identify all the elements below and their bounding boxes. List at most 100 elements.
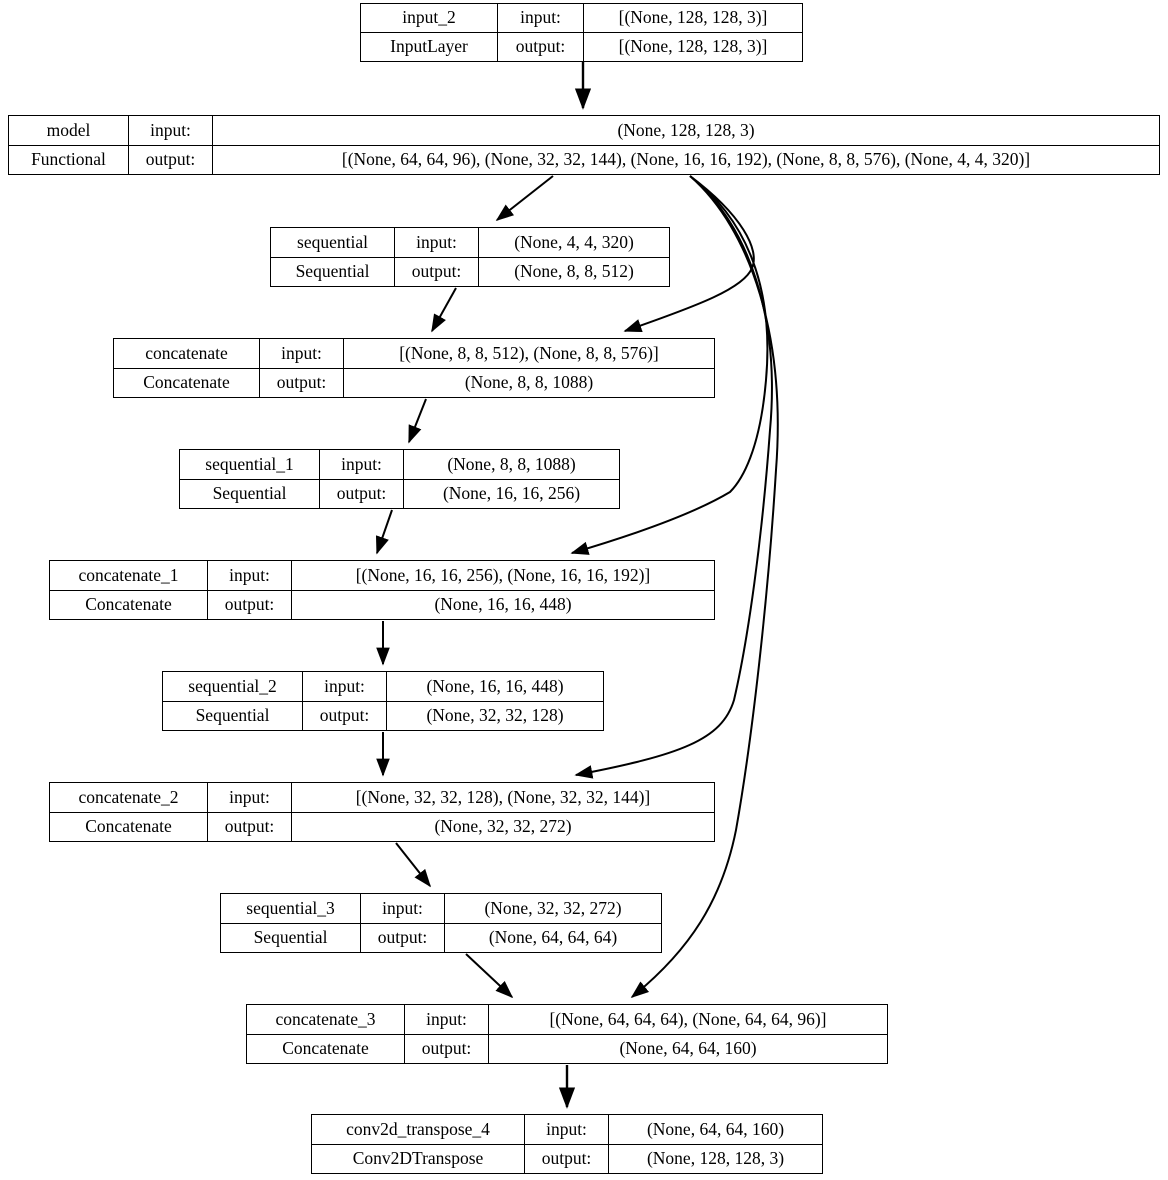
node-model-input-shape: (None, 128, 128, 3)	[617, 119, 755, 140]
node-sequential_2-output-label: output:	[303, 701, 387, 730]
node-sequential-output-label: output:	[395, 257, 479, 286]
node-sequential_2-class-name: Sequential	[163, 701, 303, 730]
node-model-output-label: output:	[129, 145, 213, 174]
node-sequential_2-input-label: input:	[303, 672, 387, 701]
node-concatenate_2-output-shape: (None, 32, 32, 272)	[434, 816, 572, 836]
node-conv2d_transpose_4-output-shape: (None, 128, 128, 3)	[646, 1148, 785, 1168]
node-input_2-output-label: output:	[498, 33, 584, 61]
node-concatenate_2-output-label: output:	[208, 812, 292, 841]
node-concatenate_1-class-name: Concatenate	[50, 590, 208, 619]
node-sequential_3-output-shape: (None, 64, 64, 64)	[488, 927, 618, 947]
node-concatenate_2-input-shape: [(None, 32, 32, 128), (None, 32, 32, 144…	[355, 786, 651, 807]
node-concatenate_1-output-label: output:	[208, 590, 292, 619]
edge-sequential_1-to-concatenate_1	[375, 509, 393, 555]
edge-concatenate-to-sequential_1	[408, 398, 427, 444]
node-concatenate-output-label: output:	[260, 368, 344, 397]
node-concatenate_3-input-label: input:	[405, 1005, 489, 1034]
node-concatenate_1-input-label: input:	[208, 561, 292, 590]
node-conv2d_transpose_4-input-shape: (None, 64, 64, 160)	[646, 1118, 785, 1139]
node-sequential-output-shape: (None, 8, 8, 512)	[514, 261, 634, 281]
node-sequential_3-input-label: input:	[361, 894, 445, 923]
node-concatenate_2-input-label: input:	[208, 783, 292, 812]
node-conv2d_transpose_4-layer-name: conv2d_transpose_4	[312, 1115, 525, 1144]
edge-model-to-sequential	[495, 175, 554, 221]
node-sequential_2-layer-name: sequential_2	[163, 672, 303, 701]
node-concatenate_3-layer-name: concatenate_3	[247, 1005, 405, 1034]
node-sequential_3-input-shape: (None, 32, 32, 272)	[484, 897, 622, 918]
node-sequential_1-input-label: input:	[320, 450, 404, 479]
node-sequential_1-input-shape: (None, 8, 8, 1088)	[447, 453, 576, 474]
node-concatenate_1-output-shape: (None, 16, 16, 448)	[434, 594, 572, 614]
node-concatenate_3-output-shape: (None, 64, 64, 160)	[619, 1038, 757, 1058]
node-concatenate_3-input-shape: [(None, 64, 64, 64), (None, 64, 64, 96)]	[549, 1008, 827, 1029]
node-input_2-input-shape: [(None, 128, 128, 3)]	[618, 7, 768, 28]
node-conv2d_transpose_4-class-name: Conv2DTranspose	[312, 1144, 525, 1173]
node-concatenate-layer-name: concatenate	[114, 339, 260, 368]
node-concatenate-class-name: Concatenate	[114, 368, 260, 397]
edge-concatenate_2-to-sequential_3	[395, 842, 431, 888]
node-concatenate_3-output-label: output:	[405, 1034, 489, 1063]
node-model-class-name: Functional	[9, 145, 129, 174]
node-concatenate-output-shape: (None, 8, 8, 1088)	[464, 372, 594, 392]
node-sequential_2-output-shape: (None, 32, 32, 128)	[426, 705, 564, 725]
node-concatenate_3-class-name: Concatenate	[247, 1034, 405, 1063]
node-input_2-class-name: InputLayer	[361, 33, 498, 61]
node-sequential_3-class-name: Sequential	[221, 923, 361, 952]
node-concatenate_2-class-name: Concatenate	[50, 812, 208, 841]
node-input_2-output-shape: [(None, 128, 128, 3)]	[618, 36, 768, 57]
node-sequential-layer-name: sequential	[271, 228, 395, 257]
node-sequential_3-output-label: output:	[361, 923, 445, 952]
node-concatenate-input-shape: [(None, 8, 8, 512), (None, 8, 8, 576)]	[399, 342, 659, 363]
node-concatenate_2-layer-name: concatenate_2	[50, 783, 208, 812]
node-sequential_1-output-label: output:	[320, 479, 404, 508]
node-input_2-input-label: input:	[498, 4, 584, 32]
node-concatenate_1-layer-name: concatenate_1	[50, 561, 208, 590]
node-input_2-layer-name: input_2	[361, 4, 498, 32]
node-sequential-input-label: input:	[395, 228, 479, 257]
node-sequential_1-class-name: Sequential	[180, 479, 320, 508]
node-conv2d_transpose_4-input-label: input:	[525, 1115, 609, 1144]
node-sequential_3-layer-name: sequential_3	[221, 894, 361, 923]
edge-sequential-to-concatenate	[431, 287, 457, 333]
edge-sequential_3-to-concatenate_3	[465, 953, 514, 999]
node-model-layer-name: model	[9, 116, 129, 145]
node-sequential_2-input-shape: (None, 16, 16, 448)	[426, 675, 564, 696]
node-sequential_1-output-shape: (None, 16, 16, 256)	[442, 483, 581, 503]
node-conv2d_transpose_4-output-label: output:	[525, 1144, 609, 1173]
node-concatenate_1-input-shape: [(None, 16, 16, 256), (None, 16, 16, 192…	[355, 564, 651, 585]
node-sequential_1-layer-name: sequential_1	[180, 450, 320, 479]
